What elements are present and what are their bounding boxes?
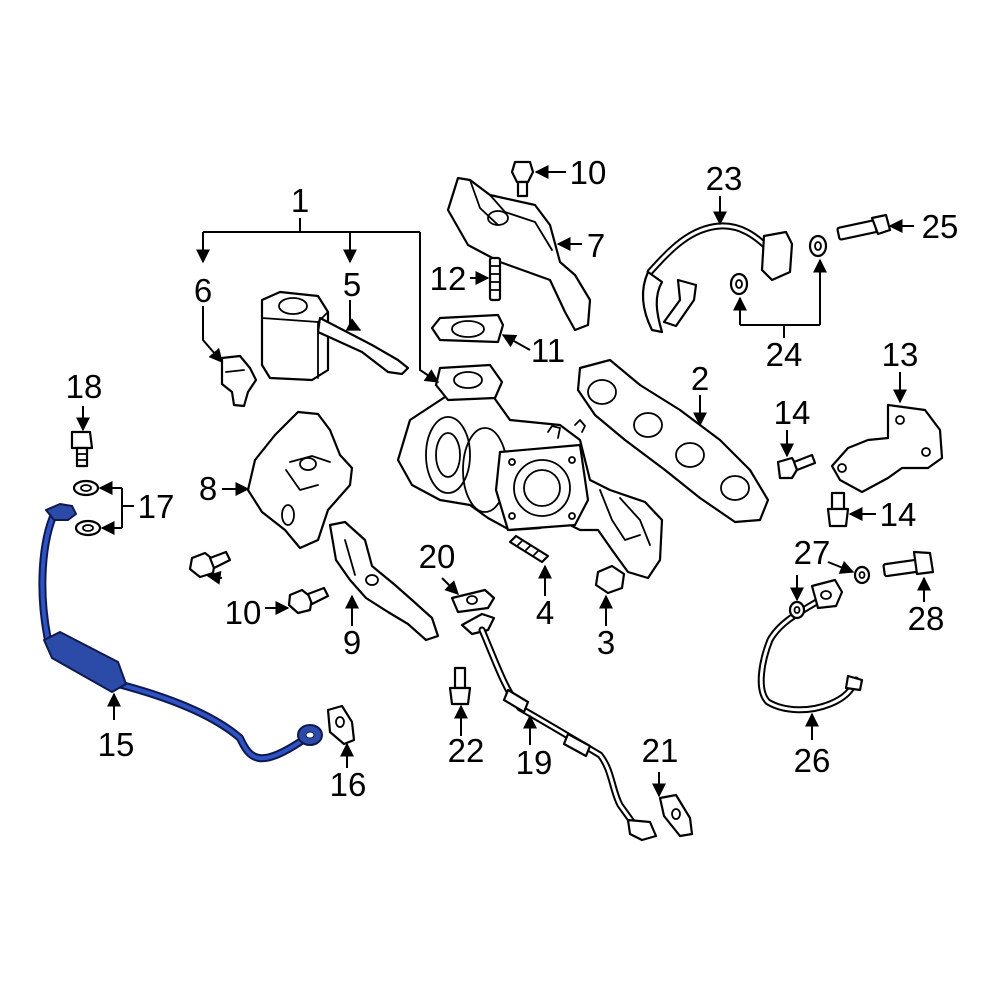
bolt-10-a[interactable] <box>188 550 232 579</box>
bolt-10-b[interactable] <box>287 586 330 615</box>
bolt-28[interactable] <box>882 550 935 578</box>
callout-24: 24 <box>766 336 803 373</box>
callout-3: 3 <box>597 624 615 661</box>
gasket-16[interactable] <box>326 704 356 746</box>
callout-13: 13 <box>882 336 919 373</box>
bolt-14-b[interactable] <box>826 491 850 528</box>
washer-27-a[interactable] <box>788 600 806 620</box>
oil-return-pipe-15[interactable] <box>38 503 323 763</box>
turbocharger-1[interactable] <box>396 363 664 580</box>
washer-17-a[interactable] <box>72 479 100 497</box>
callout-28: 28 <box>908 600 945 637</box>
manifold-gasket-2[interactable] <box>576 358 770 524</box>
callout-10-left: 10 <box>225 594 262 631</box>
callout-22: 22 <box>448 732 485 769</box>
pipe-23[interactable] <box>642 222 794 334</box>
callout-11: 11 <box>531 332 565 369</box>
washer-27-b[interactable] <box>853 565 871 585</box>
oil-pipe-19[interactable] <box>460 612 658 842</box>
nut-3[interactable] <box>594 564 626 595</box>
heat-shield-8[interactable] <box>246 410 354 550</box>
actuator-5[interactable] <box>260 290 410 382</box>
bolt-25[interactable] <box>836 213 892 241</box>
washer-24-a[interactable] <box>808 234 828 258</box>
callout-6: 6 <box>194 272 212 309</box>
stud-4[interactable] <box>508 534 550 564</box>
callout-7: 7 <box>587 227 605 264</box>
callout-27: 27 <box>794 534 831 571</box>
callout-labels: 1 2 3 4 5 6 7 8 9 10 10 11 12 13 14 14 1… <box>66 154 959 803</box>
washer-17-b[interactable] <box>74 519 102 537</box>
bolt-14-a[interactable] <box>776 453 817 480</box>
leader-lines <box>76 165 931 798</box>
callout-1: 1 <box>291 182 309 219</box>
callout-4: 4 <box>536 594 554 631</box>
callout-9: 9 <box>343 624 361 661</box>
callout-15: 15 <box>98 726 135 763</box>
washer-24-b[interactable] <box>729 272 749 296</box>
callout-18: 18 <box>66 368 103 405</box>
callout-8: 8 <box>199 470 217 507</box>
callout-25: 25 <box>922 208 959 245</box>
gasket-11[interactable] <box>430 313 505 344</box>
bracket-13[interactable] <box>830 403 944 494</box>
bolt-22[interactable] <box>448 666 472 706</box>
heat-shield-9[interactable] <box>328 520 440 642</box>
callout-14-upper: 14 <box>774 394 811 431</box>
bolt-10-top[interactable] <box>510 160 535 198</box>
callout-19: 19 <box>516 744 553 781</box>
callout-23: 23 <box>706 160 743 197</box>
gasket-20[interactable] <box>450 588 496 614</box>
callout-20: 20 <box>419 538 456 575</box>
callout-12: 12 <box>430 260 467 297</box>
callout-17: 17 <box>138 488 175 525</box>
callout-5: 5 <box>343 266 361 303</box>
callout-21: 21 <box>642 732 679 769</box>
heat-shield-upper[interactable] <box>446 176 592 332</box>
bolt-18[interactable] <box>70 430 94 468</box>
callout-14-lower: 14 <box>880 496 917 533</box>
sensor-6[interactable] <box>220 354 258 408</box>
callout-2: 2 <box>691 360 709 397</box>
callout-10-top: 10 <box>570 154 607 191</box>
callout-26: 26 <box>794 742 831 779</box>
callout-16: 16 <box>330 766 367 803</box>
gasket-21[interactable] <box>658 793 694 838</box>
pipe-26[interactable] <box>757 578 864 714</box>
stud-12[interactable] <box>488 256 502 302</box>
